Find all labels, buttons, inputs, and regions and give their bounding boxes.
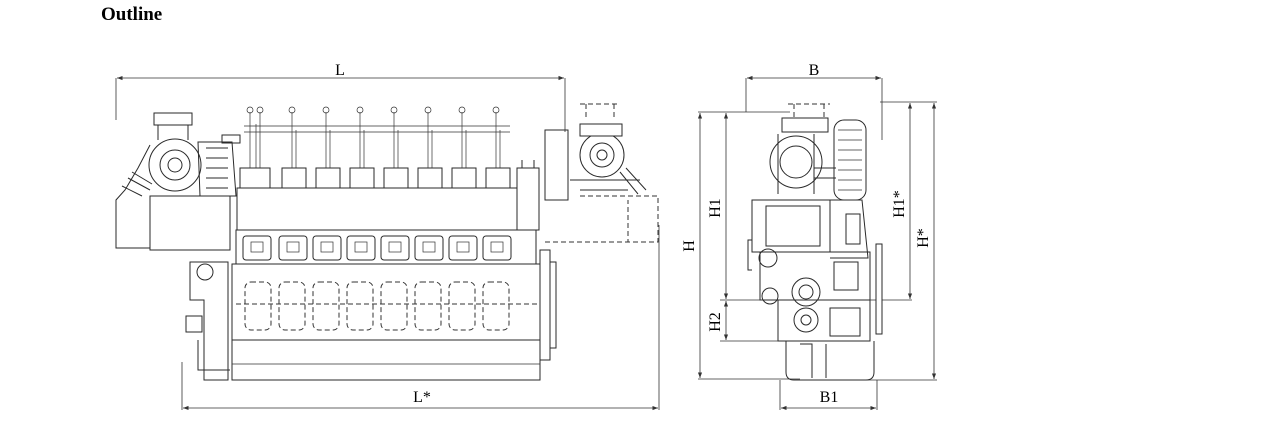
dimension-l-star: L* — [183, 389, 658, 411]
dimension-h1-star: H1* — [891, 103, 913, 299]
dimension-label-b1: B1 — [820, 389, 839, 406]
engine-end-view — [698, 78, 937, 410]
dimension-h2: H2 — [707, 301, 729, 340]
dimension-label-h2: H2 — [707, 312, 724, 332]
dimension-label-l: L — [335, 62, 345, 79]
lower-covers — [236, 281, 540, 331]
dimension-label-l-star: L* — [413, 389, 431, 406]
dimension-label-h1-star: H1* — [891, 190, 908, 218]
page-title: Outline — [101, 4, 163, 25]
dimension-h-star: H* — [915, 103, 937, 379]
dimension-label-b: B — [809, 62, 820, 79]
dimension-label-h: H — [681, 240, 698, 252]
dimension-h: H — [681, 113, 703, 378]
inspection-covers — [242, 235, 512, 261]
dimension-b1: B1 — [781, 389, 876, 411]
cylinder-heads — [239, 167, 511, 189]
valve-rods — [244, 106, 510, 168]
dimension-label-h1: H1 — [707, 198, 724, 218]
dimension-b: B — [747, 62, 881, 81]
dimension-l: L — [117, 62, 564, 81]
dimension-h1: H1 — [707, 113, 729, 299]
engine-side-view — [115, 78, 660, 410]
dimension-label-h-star: H* — [915, 228, 932, 248]
